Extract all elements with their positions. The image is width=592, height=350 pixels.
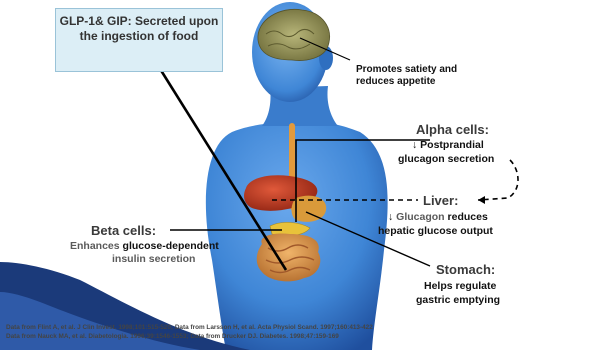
alpha-line1: ↓ Postprandial [412, 139, 484, 151]
down-arrow-icon: ↓ [412, 139, 417, 151]
brain-text: Promotes satiety and reduces appetite [356, 64, 457, 87]
beta-line1: Enhances glucose-dependent [70, 240, 219, 252]
brain-label: Promotes satiety and reduces appetite [356, 64, 496, 88]
beta-heading: Beta cells: [91, 223, 156, 238]
alpha-line2: glucagon secretion [398, 153, 494, 165]
alpha-heading: Alpha cells: [416, 122, 489, 137]
liver-line1: ↓ Glucagon reduces [388, 211, 488, 223]
beta-line2: insulin secretion [112, 253, 195, 265]
feedback-dashed-loop [478, 160, 518, 200]
liver-line2: hepatic glucose output [378, 225, 493, 237]
stomach-line2: gastric emptying [416, 294, 500, 306]
stomach-heading: Stomach: [436, 262, 495, 277]
feedback-arrowhead [478, 196, 485, 204]
stomach-line1: Helps regulate [424, 280, 496, 292]
reference-line-1: Data from Flint A, et al. J Clin Invest.… [6, 324, 373, 331]
callout-text: GLP-1& GIP: Secreted upon the ingestion … [58, 14, 220, 44]
liver-heading: Liver: [423, 193, 458, 208]
down-arrow-icon: ↓ [388, 211, 393, 223]
reference-line-2: Data from Nauck MA, et al. Diabetologia.… [6, 333, 339, 340]
